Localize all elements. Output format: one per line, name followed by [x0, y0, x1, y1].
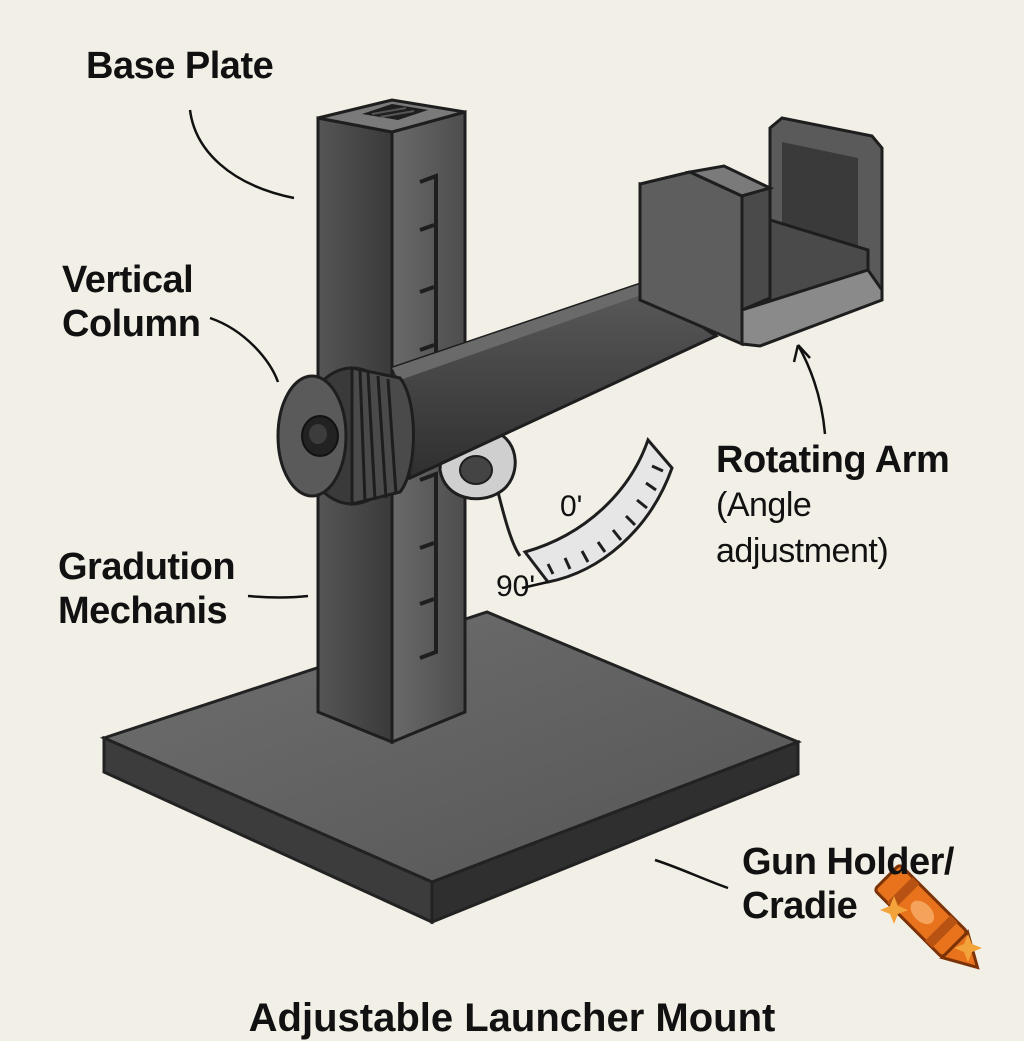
- label-base-plate-text: Base Plate: [86, 45, 274, 87]
- leader-rotating-arm: [796, 344, 827, 435]
- angle-scale-end: 90': [496, 570, 536, 603]
- label-gun-holder-line2: Cradie: [742, 885, 858, 927]
- label-gun-holder-line1: Gun Holder/: [742, 841, 954, 883]
- gun-holder-cradle: [638, 116, 884, 348]
- label-base-plate: Base Plate: [86, 44, 274, 88]
- leader-gradution-mechanis: [247, 594, 309, 599]
- label-rotating-arm-title: Rotating Arm: [716, 439, 950, 481]
- label-rotating-arm-sub1: (Angle: [716, 486, 812, 524]
- label-vertical-column-line2: Column: [62, 303, 201, 345]
- angle-scale: [496, 437, 674, 584]
- leader-gun-holder: [654, 858, 729, 890]
- label-vertical-column-line1: Vertical: [62, 259, 194, 301]
- leader-rotating-arm-arrow: [792, 344, 811, 363]
- label-gradution-line1: Gradution: [58, 546, 236, 588]
- footer-title: Adjustable Launcher Mount: [248, 996, 776, 1040]
- label-gradution-line2: Mechanis: [58, 590, 228, 632]
- label-vertical-column: Vertical Column: [62, 258, 201, 346]
- leader-vertical-column: [209, 316, 280, 383]
- leader-scale-90: [521, 580, 549, 590]
- sparkle-icon: [880, 896, 982, 962]
- leader-base-plate: [188, 109, 295, 200]
- label-gradution-mechanis: Gradution Mechanis: [58, 545, 236, 633]
- angle-scale-start: 0': [560, 490, 583, 523]
- leader-lines: [188, 109, 827, 890]
- label-rotating-arm: Rotating Arm (Angle adjustment): [716, 438, 950, 574]
- crayon-logo-icon: [874, 864, 980, 970]
- label-rotating-arm-sub2: adjustment): [716, 532, 889, 570]
- rotating-arm: [276, 282, 720, 506]
- base-plate: [99, 610, 803, 925]
- label-gun-holder: Gun Holder/ Cradie: [742, 840, 954, 928]
